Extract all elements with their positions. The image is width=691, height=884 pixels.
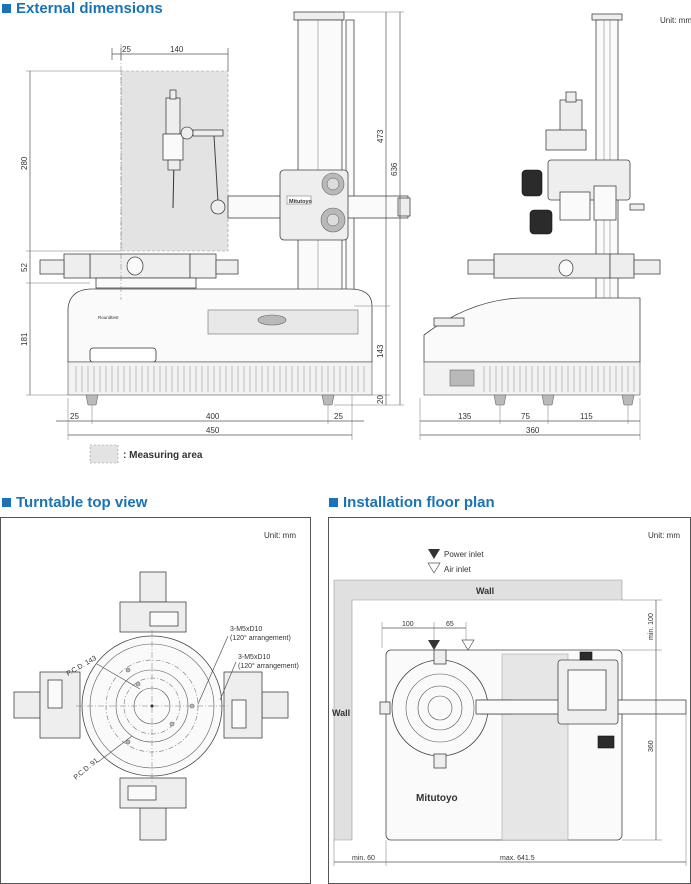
holder-bar (192, 129, 224, 137)
dim-65: 65 (446, 621, 454, 628)
turntable-unit-label: Unit: mm (264, 531, 296, 540)
legend-label: : Measuring area (123, 450, 203, 461)
detector-top (169, 89, 177, 100)
dim-280: 280 (20, 156, 29, 170)
floor-unit-label: Unit: mm (648, 531, 680, 540)
base-vents (67, 361, 373, 396)
turntable-base (95, 277, 197, 289)
dim-52: 52 (20, 263, 29, 272)
section-square-icon (2, 498, 11, 507)
hole2-line1: 3-M5xD10 (238, 654, 270, 661)
base-handle (257, 314, 287, 326)
lower-knob-center (326, 213, 340, 227)
side-micrometer-right (633, 259, 661, 275)
hole-m5-1 (189, 703, 195, 709)
probe-tip-holder (167, 159, 181, 171)
base-model-text: Roundtest (98, 315, 119, 320)
right-adjuster (189, 253, 217, 279)
dim-400: 400 (206, 412, 220, 421)
front-foot-left (85, 394, 99, 406)
dim-100: 100 (402, 621, 414, 628)
installation-floor-plan-title-text: Installation floor plan (343, 494, 495, 511)
hole2-line2: (120° arrangement) (238, 662, 299, 670)
air-inlet-icon (427, 562, 441, 574)
hole1-line1: 3-M5xD10 (230, 626, 262, 633)
plan-air-inlet-marker (461, 639, 475, 651)
dim-max-641: max. 641.5 (500, 855, 535, 862)
dim-360-side: 360 (526, 426, 540, 435)
section-square-icon (2, 4, 11, 13)
dim-473: 473 (376, 129, 385, 143)
dim-20: 20 (376, 395, 385, 404)
dim-75: 75 (521, 412, 530, 421)
side-knob-upper (521, 169, 543, 197)
air-inlet-label: Air inlet (444, 565, 471, 574)
external-dimensions-title-text: External dimensions (16, 0, 163, 17)
pcd-143-leader (96, 663, 141, 690)
dim-636: 636 (390, 162, 399, 176)
plan-brand-logo: Mitutoyo (416, 793, 458, 804)
external-dimensions-drawing: Unit: mm Mitutoyo Roundtest (20, 11, 691, 464)
hole1-leader (197, 635, 229, 705)
front-foot-right (321, 394, 335, 406)
pcd-91-leader (97, 735, 133, 763)
side-micrometer-left (467, 259, 495, 275)
dim-450: 450 (206, 426, 220, 435)
dim-115: 115 (580, 412, 593, 421)
side-connector-panel (449, 369, 475, 387)
arm-end (397, 197, 411, 217)
dim-143: 143 (376, 344, 385, 358)
base-vent-area (501, 653, 569, 841)
side-holder (545, 129, 587, 151)
turntable-top-view-title: Turntable top view (2, 494, 147, 511)
dim-min-60: min. 60 (352, 855, 375, 862)
holder-joint (210, 199, 226, 215)
hole1-line2: (120° arrangement) (230, 634, 291, 642)
dim-25-bottom-right: 25 (334, 412, 343, 421)
side-slider (593, 185, 617, 221)
wall-left-label: Wall (332, 708, 350, 718)
left-micrometer (39, 259, 65, 275)
side-base-vents (423, 361, 641, 396)
side-head-lower (559, 191, 591, 221)
installation-floor-plan-title: Installation floor plan (329, 494, 495, 511)
top-micrometer (139, 571, 167, 603)
column (297, 19, 343, 291)
plan-turntable-outer (391, 659, 489, 757)
plan-power-inlet-marker (428, 640, 440, 650)
hole-m5-3 (125, 667, 131, 673)
dim-360-floor: 360 (648, 740, 655, 752)
dim-140: 140 (170, 45, 184, 54)
external-dimensions-title: External dimensions (2, 0, 163, 17)
power-inlet-label: Power inlet (444, 550, 484, 559)
hole-m5-2 (125, 739, 131, 745)
upper-knob-center (326, 177, 340, 191)
dim-25-bottom-left: 25 (70, 412, 79, 421)
left-micrometer-top (13, 691, 41, 719)
brand-plate (286, 195, 312, 205)
dim-135: 135 (458, 412, 472, 421)
holder-rod (213, 135, 219, 203)
right-micrometer (215, 259, 239, 275)
dim-181: 181 (20, 332, 29, 346)
dim-25-top: 25 (122, 45, 131, 54)
turntable-top-view-title-text: Turntable top view (16, 494, 148, 511)
brand-plate-text: Mitutoyo (289, 199, 313, 205)
turntable-center-knob (126, 256, 144, 276)
hole2-leader (219, 661, 237, 701)
side-base (423, 297, 641, 363)
unit-label: Unit: mm (660, 16, 691, 25)
dim-min-100: min. 100 (648, 613, 655, 640)
side-turntable (493, 253, 611, 279)
side-knob-lower (529, 209, 553, 235)
section-square-icon (329, 498, 338, 507)
legend-swatch (89, 444, 119, 464)
wall-top-label: Wall (476, 586, 494, 596)
power-inlet-icon (428, 549, 440, 559)
